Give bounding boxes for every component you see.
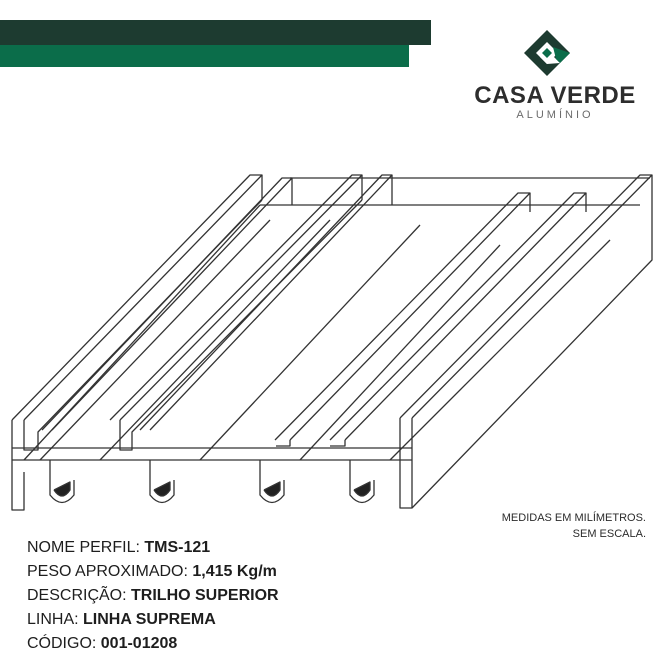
spec-row-name: NOME PERFIL: TMS-121 — [27, 536, 279, 560]
spec-label: PESO APROXIMADO: — [27, 563, 193, 580]
spec-row-code: CÓDIGO: 001-01208 — [27, 632, 279, 656]
profile-back-face — [260, 177, 650, 206]
spec-row-weight: PESO APROXIMADO: 1,415 Kg/m — [27, 560, 279, 584]
profile-base — [11, 204, 611, 511]
profile-rails — [11, 174, 653, 509]
spec-value: 1,415 Kg/m — [192, 563, 277, 580]
scale-note-units: MEDIDAS EM MILÍMETROS. — [501, 512, 646, 524]
spec-label: CÓDIGO: — [27, 635, 101, 652]
brand-name: CASA VERDE — [474, 82, 636, 109]
header-bar-green — [0, 45, 409, 67]
brand-logo: CASA VERDE ALUMÍNIO — [470, 22, 640, 122]
spec-value: TRILHO SUPERIOR — [131, 587, 279, 604]
scale-note: MEDIDAS EM MILÍMETROS. SEM ESCALA. — [502, 510, 646, 542]
spec-row-description: DESCRIÇÃO: TRILHO SUPERIOR — [27, 584, 279, 608]
header-bar-dark — [0, 20, 431, 45]
profile-isometric-drawing — [11, 174, 653, 511]
spec-label: DESCRIÇÃO: — [27, 587, 132, 604]
scale-note-scale: SEM ESCALA. — [572, 528, 646, 540]
brand-subtitle: ALUMÍNIO — [516, 109, 594, 121]
spec-label: LINHA: — [27, 611, 84, 628]
spec-value: LINHA SUPREMA — [83, 611, 216, 628]
spec-value: TMS-121 — [144, 539, 211, 556]
spec-row-line: LINHA: LINHA SUPREMA — [27, 608, 279, 632]
spec-value: 001-01208 — [100, 635, 178, 652]
profile-bottom-channels — [49, 460, 375, 504]
spec-label: NOME PERFIL: — [27, 539, 145, 556]
profile-specs: NOME PERFIL: TMS-121 PESO APROXIMADO: 1,… — [27, 536, 279, 656]
casa-verde-c-diamond-icon — [524, 30, 570, 76]
